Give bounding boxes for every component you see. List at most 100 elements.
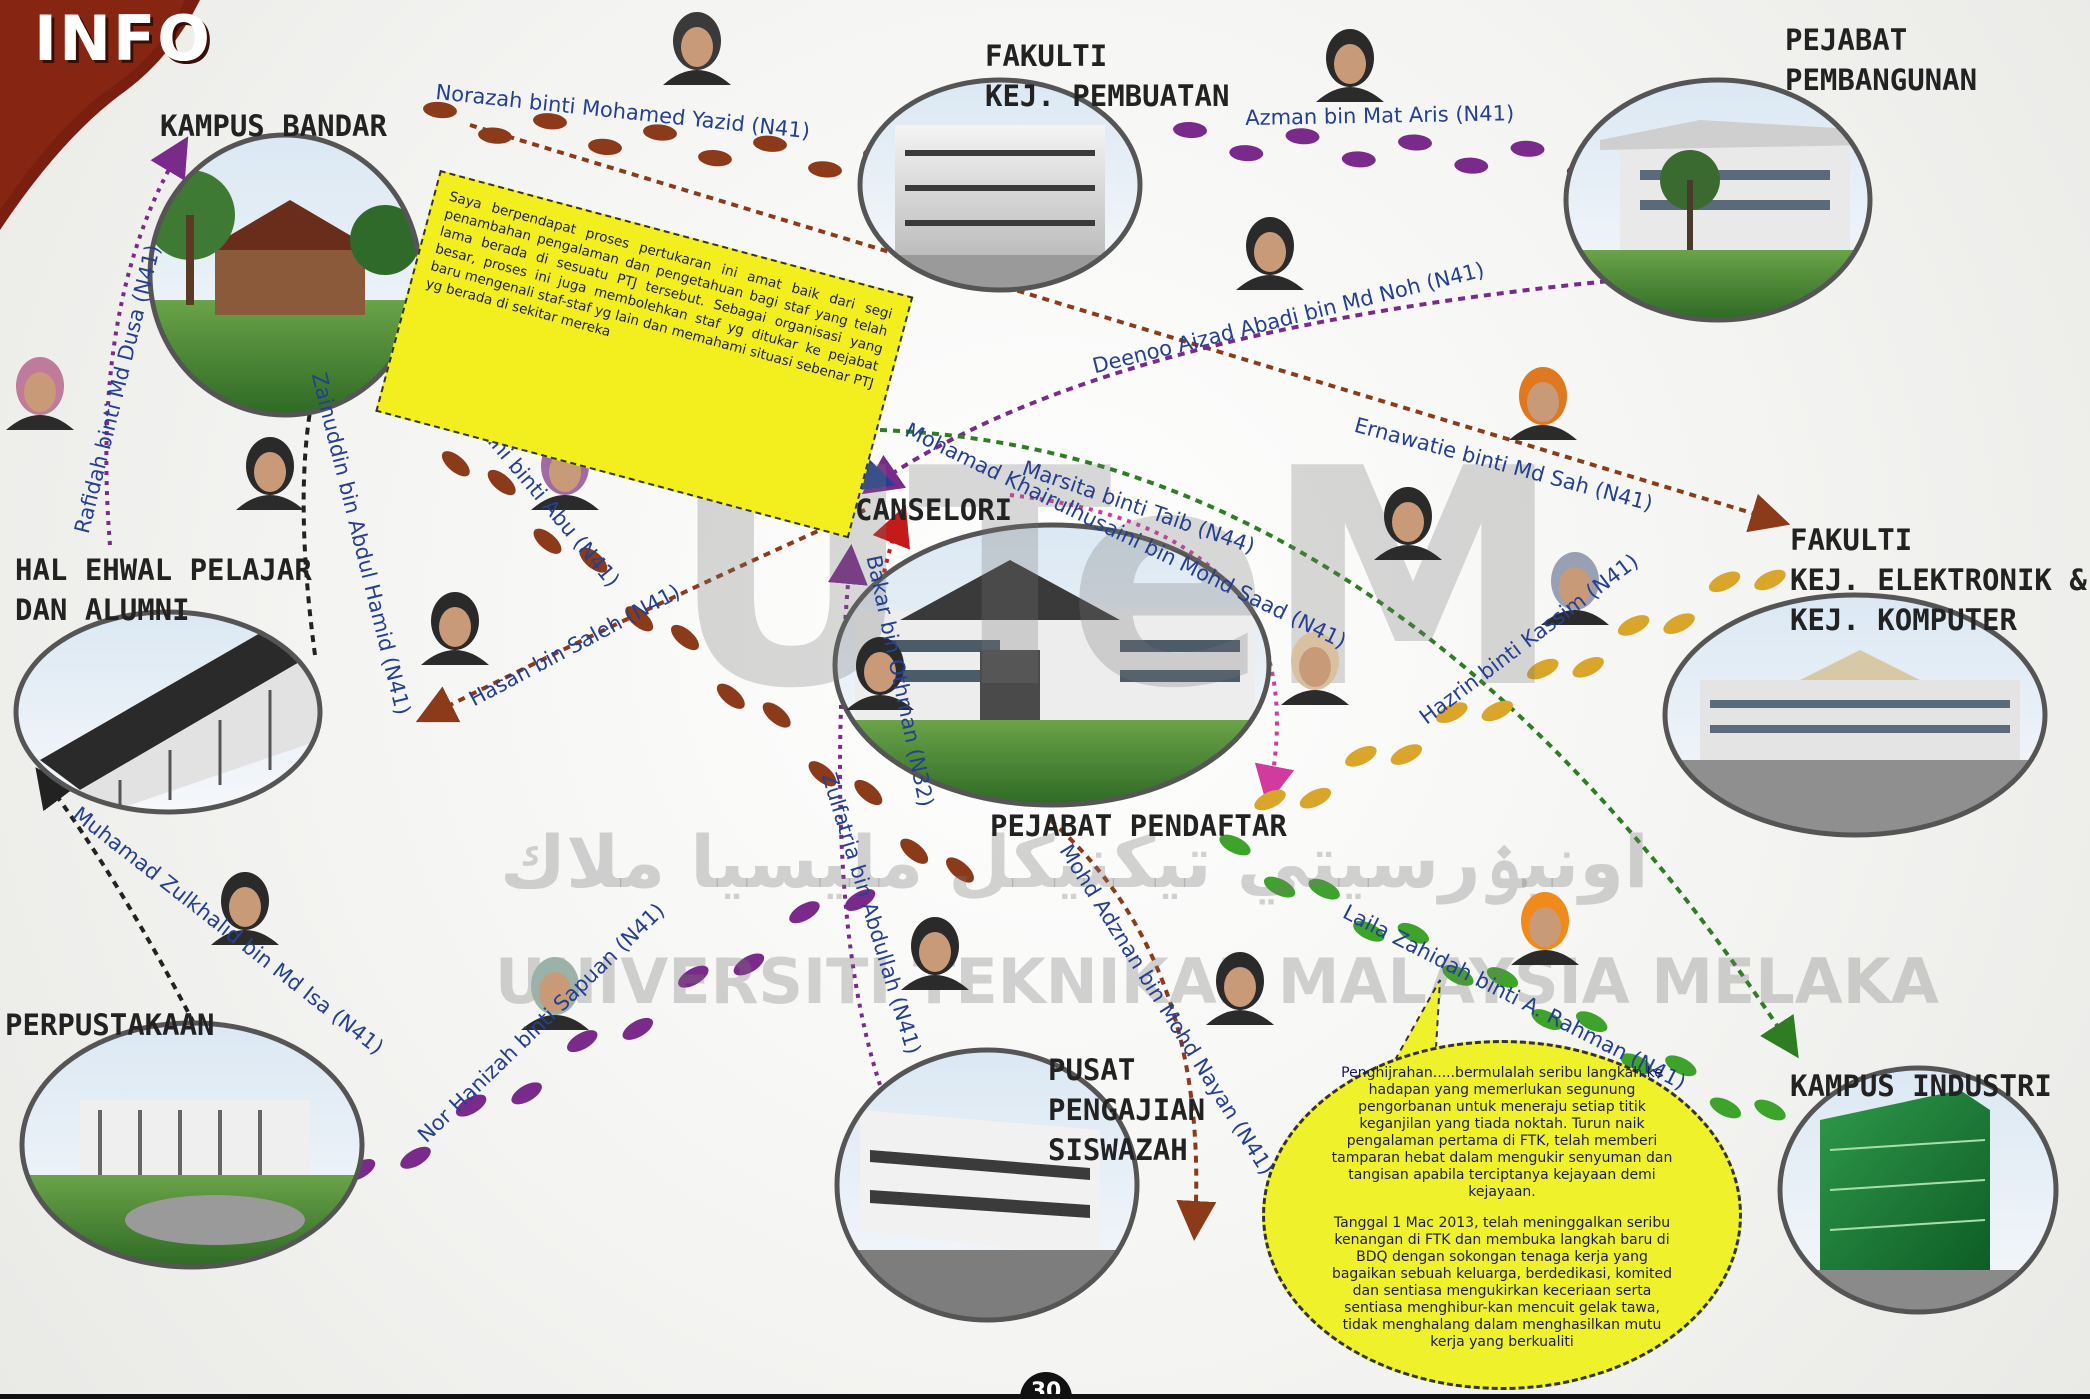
footprint-mark (789, 901, 820, 924)
footprint-mark (1436, 702, 1468, 724)
staff-portrait (6, 357, 74, 430)
location-label-pejabat-pembangunan: PEJABAT PEMBANGUNAN (1785, 23, 1978, 97)
footprint-mark (1576, 1011, 1608, 1033)
staff-portrait (663, 12, 731, 85)
photo-hal-ehwal-pelajar (13, 609, 323, 815)
footprint-mark (1390, 744, 1423, 765)
photo-fakulti-kej-pembuatan (857, 77, 1143, 293)
footprint-mark (511, 1082, 542, 1105)
footprint-mark (625, 606, 654, 632)
footprint-mark (808, 761, 837, 787)
location-label-canselori: CANSELORI (855, 493, 1013, 527)
footprint-mark (1454, 157, 1489, 174)
location-label-hal-ehwal-pelajar: HAL EHWAL PELAJAR DAN ALUMNI (15, 553, 312, 627)
footprint-mark (1341, 151, 1376, 168)
footprint-mark (1308, 878, 1340, 900)
footprint-mark (678, 965, 709, 988)
footprint-mark (1510, 140, 1545, 157)
staff-portrait (1206, 952, 1274, 1025)
footprint-mark (643, 124, 677, 141)
info-badge: INFO (34, 2, 213, 75)
footprint-mark (1263, 876, 1296, 898)
staff-portrait (1281, 632, 1349, 705)
staff-portrait (1541, 552, 1609, 625)
footprint-mark (698, 149, 732, 167)
location-label-fakulti-kej-pembuatan: FAKULTI KEJ. PEMBUATAN (985, 39, 1230, 113)
footprint-mark (1173, 121, 1207, 139)
location-label-kampus-industri: KAMPUS INDUSTRI (1790, 1069, 2052, 1103)
footprint-mark (1709, 1097, 1742, 1119)
footprint-mark (1754, 1099, 1786, 1121)
footprint-mark (1229, 145, 1264, 162)
staff-portrait (236, 437, 304, 510)
staff-portrait (521, 957, 589, 1030)
footprint-mark (716, 683, 745, 709)
staff-portrait (1509, 367, 1577, 440)
footprint-mark (478, 127, 512, 144)
footprint-mark (900, 838, 929, 864)
photo-pejabat-pembangunan (1563, 77, 1873, 323)
footprint-mark (671, 624, 699, 651)
footprint-mark (1754, 569, 1786, 591)
location-label-kampus-bandar: KAMPUS BANDAR (160, 109, 387, 143)
footprint-mark (455, 1094, 487, 1117)
footprint-mark (1617, 615, 1650, 636)
footprint-mark (1397, 922, 1429, 944)
footprint-mark (1254, 789, 1286, 811)
footprint-mark (946, 857, 974, 883)
footprint-mark (1299, 787, 1332, 809)
footprint-mark (400, 1146, 431, 1169)
footprint-mark (1285, 128, 1320, 145)
footprint-mark (844, 889, 876, 911)
location-label-perpustakaan: PERPUSTAKAAN (5, 1008, 215, 1042)
photo-perpustakaan (19, 1020, 365, 1270)
photo-kampus-bandar (147, 132, 423, 418)
bottom-rule (0, 1394, 2090, 1399)
footprint-mark (1708, 571, 1741, 593)
footprint-mark (1620, 1053, 1652, 1075)
staff-portrait (1236, 217, 1304, 290)
footprint-mark (533, 113, 567, 130)
footprint-mark (733, 953, 765, 976)
testimonial-bubble-bottom: Penghijrahan.....bermulalah seribu langk… (1262, 1040, 1742, 1390)
footprint-mark (1663, 613, 1695, 634)
footprint-mark (1345, 746, 1377, 767)
footprint-mark (808, 161, 842, 178)
staff-portrait (1511, 892, 1579, 965)
footprint-mark (762, 702, 791, 728)
location-label-pusat-pengajian-siswazah: PUSAT PENGAJIAN SISWAZAH (1048, 1053, 1206, 1167)
location-label-pejabat-pendaftar: PEJABAT PENDAFTAR (990, 809, 1287, 843)
footprint-mark (1442, 965, 1474, 986)
footprint-mark (423, 101, 457, 119)
footprint-mark (1572, 656, 1604, 678)
staff-portrait (1374, 487, 1442, 560)
footprint-mark (487, 469, 516, 496)
staff-portrait (211, 872, 279, 945)
photo-canselori (832, 522, 1272, 808)
staff-portrait (901, 917, 969, 990)
footprint-mark (1481, 700, 1513, 722)
footprint-mark (622, 1017, 654, 1040)
footprint-mark (1398, 134, 1432, 151)
location-label-fakulti-kej-elektronik: FAKULTI KEJ. ELEKTRONIK & KEJ. KOMPUTER (1790, 523, 2087, 637)
footprint-mark (1531, 1009, 1563, 1030)
footprint-mark (533, 528, 562, 554)
testimonial-text-bottom-p2: Tanggal 1 Mac 2013, telah meninggalkan s… (1331, 1215, 1673, 1350)
footprint-mark (1353, 920, 1385, 942)
footprint-mark (441, 451, 470, 477)
footprint-mark (566, 1030, 598, 1053)
footprint-mark (753, 135, 787, 152)
staff-portrait (1316, 29, 1384, 102)
footprint-mark (1527, 658, 1559, 680)
photo-kampus-industri (1777, 1065, 2059, 1315)
corner-banner (0, 0, 200, 230)
staff-portrait (421, 592, 489, 665)
staff-portrait (846, 637, 914, 710)
footprint-mark (1219, 834, 1251, 856)
footprint-mark (588, 138, 622, 156)
footprint-mark (579, 547, 608, 573)
footprint-mark (1665, 1055, 1697, 1077)
